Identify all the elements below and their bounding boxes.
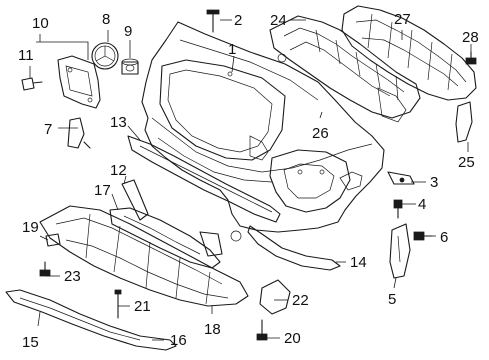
screw-11 xyxy=(21,77,43,91)
callout-18: 18 xyxy=(204,321,221,338)
bracket-7 xyxy=(67,117,91,149)
callout-6: 6 xyxy=(440,229,448,246)
undertray-18 xyxy=(39,205,249,307)
callout-23: 23 xyxy=(64,268,81,285)
callout-22: 22 xyxy=(292,292,309,309)
callout-10: 10 xyxy=(32,15,49,32)
callout-12: 12 xyxy=(110,162,127,179)
callout-4: 4 xyxy=(418,196,426,213)
bracket-25 xyxy=(455,101,473,143)
callout-15: 15 xyxy=(22,334,39,351)
grommet xyxy=(121,58,139,75)
callout-3: 3 xyxy=(430,174,438,191)
callout-25: 25 xyxy=(458,154,475,171)
callout-21: 21 xyxy=(134,298,151,315)
star-emblem-part xyxy=(91,42,119,70)
callout-8: 8 xyxy=(102,11,110,28)
leader-lines xyxy=(29,19,472,341)
strip-12 xyxy=(121,179,149,221)
callout-11: 11 xyxy=(18,47,34,64)
license-bracket xyxy=(57,55,101,109)
bolt-4 xyxy=(393,199,403,219)
energy-absorber xyxy=(269,15,421,119)
callout-7: 7 xyxy=(44,121,52,138)
screw-28 xyxy=(465,51,477,65)
callout-26: 26 xyxy=(312,125,329,142)
callout-28: 28 xyxy=(462,29,479,46)
callout-13: 13 xyxy=(110,114,127,131)
clip-19 xyxy=(45,233,61,247)
bracket-5 xyxy=(389,223,411,279)
bolt-23 xyxy=(39,261,51,277)
callout-19: 19 xyxy=(22,219,39,236)
molding-14 xyxy=(247,225,341,271)
bolt-20 xyxy=(256,319,268,341)
lower-lip xyxy=(5,289,177,351)
impact-bar xyxy=(341,5,477,123)
callout-24: 24 xyxy=(270,12,287,29)
callout-1: 1 xyxy=(228,41,236,58)
bumper-cover xyxy=(141,21,385,242)
lower-grille-17 xyxy=(109,207,223,269)
callout-14: 14 xyxy=(350,254,367,271)
callout-5: 5 xyxy=(388,291,396,308)
callout-17: 17 xyxy=(94,182,111,199)
callout-numbers: 1 2 3 4 5 6 7 8 9 10 11 12 13 14 15 16 1… xyxy=(18,11,479,351)
bolt-2 xyxy=(206,9,220,33)
grille-strip-13 xyxy=(127,135,281,223)
callout-2: 2 xyxy=(234,12,242,29)
clip-3 xyxy=(387,171,415,185)
pin-21 xyxy=(114,289,122,319)
callout-9: 9 xyxy=(124,23,132,40)
callout-20: 20 xyxy=(284,330,301,347)
callout-27: 27 xyxy=(394,11,411,28)
bracket-22 xyxy=(259,279,291,315)
callout-16: 16 xyxy=(170,332,187,349)
